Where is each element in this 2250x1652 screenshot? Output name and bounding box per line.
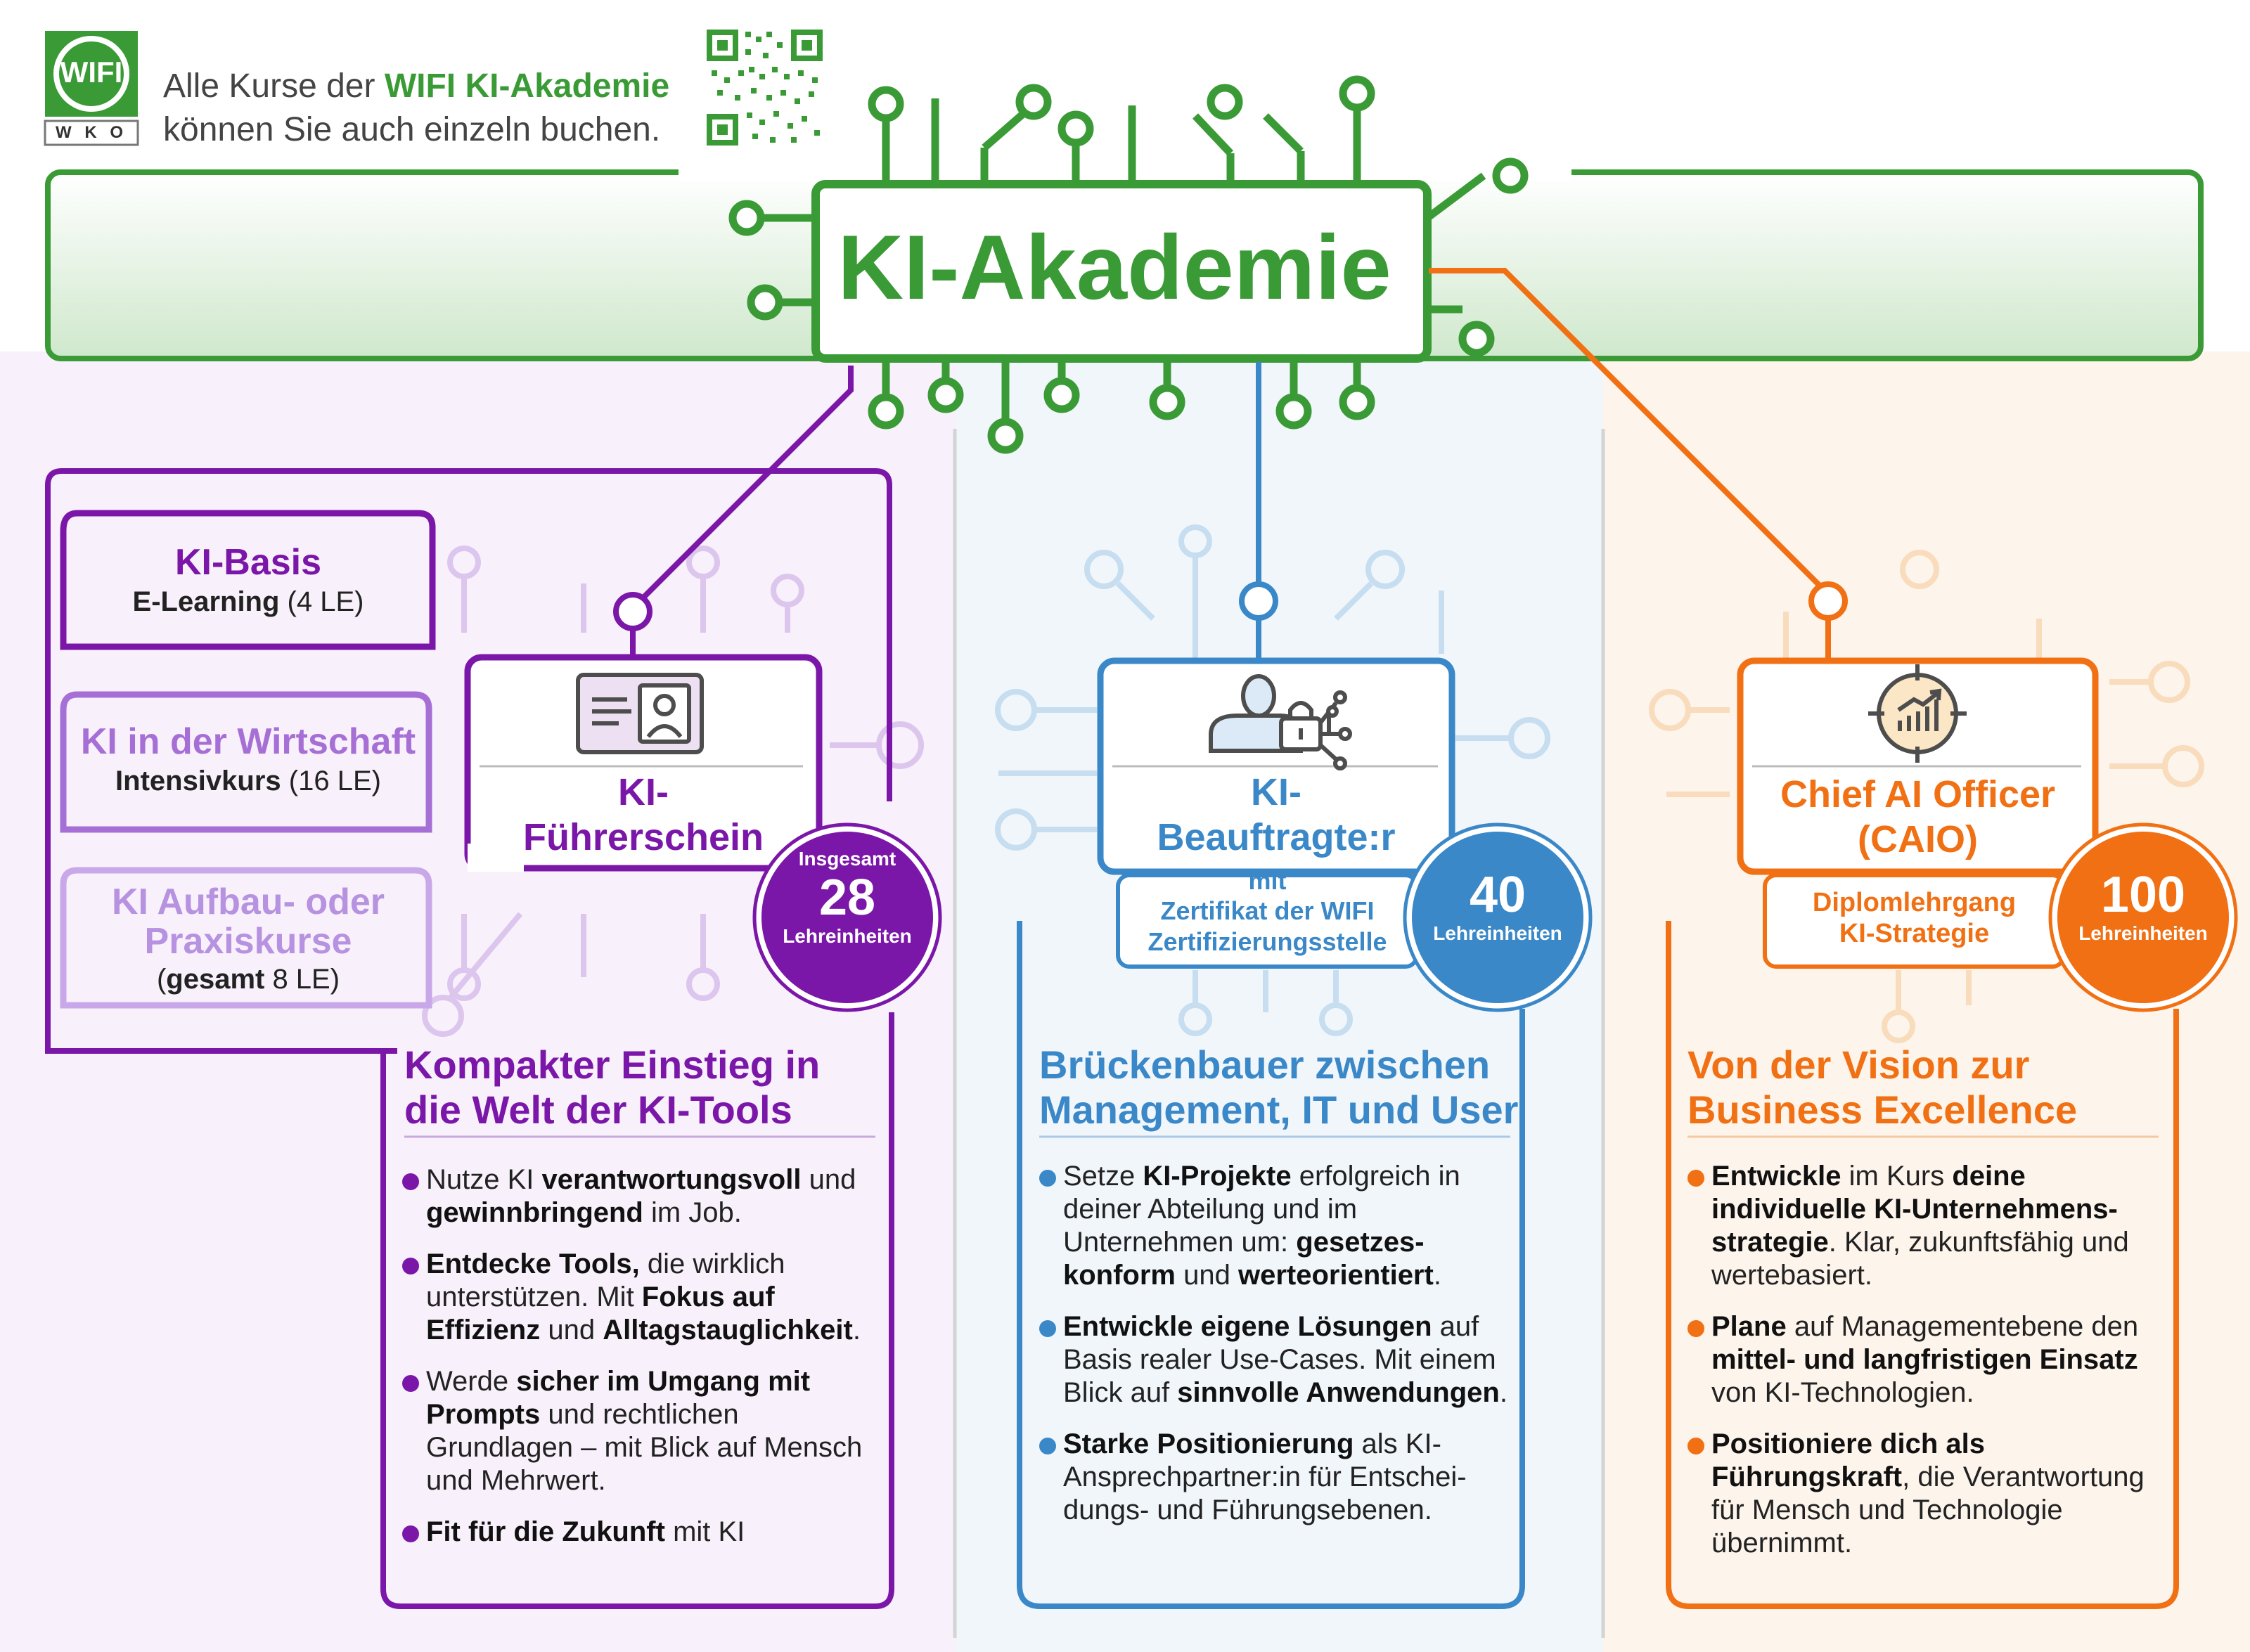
purple-connector [631,366,854,610]
orange-hours-badge: 100 Lehreinheiten [2057,868,2229,974]
id-card-icon [576,673,704,754]
module-box-2-border [60,691,432,833]
module-subtitle: (gesamt 8 LE) [156,964,340,995]
badge-number: 28 [818,870,876,926]
purple-card-border [464,654,823,872]
badge-label: Lehreinheiten [2078,922,2208,944]
orange-connector [1429,268,1830,596]
orange-text-frame [1666,921,2179,1609]
header-line-2: können Sie auch einzeln buchen. [163,111,661,148]
bullet-dot-icon [1039,1320,1056,1337]
card-title-line-1: KI- [1251,771,1301,813]
subtitle-line-2: Zertifikat der WIFI [1160,896,1375,925]
bullet-item: Setze KI-Projekte erfolgreich in deiner … [1039,1160,1510,1292]
badge-number: 100 [2100,867,2186,923]
badge-number: 40 [1469,867,1526,923]
purple-hours-badge: Insgesamt 28 Lehreinheiten [761,847,933,988]
bullet-item: Starke Positionierung als KI-Ansprechpar… [1039,1428,1510,1527]
badge-label: Lehreinheiten [1433,922,1562,944]
module-subtitle: Intensivkurs (16 LE) [115,766,381,796]
subtitle-line-1: mit [1248,866,1287,895]
blue-course-card: KI- Beauftragte:r [1111,770,1441,868]
module-title: KI Aufbau- oder Praxiskurse [111,882,385,962]
header-line-1: Alle Kurse der WIFI KI-Akademie [163,67,670,105]
wifi-logo [44,31,139,146]
logo-top-text: WIFI [60,56,123,89]
header-intro: Alle Kurse der WIFI KI-Akademie können S… [163,65,698,152]
blue-hours-badge: 40 Lehreinheiten [1412,868,1583,974]
bullet-item: Werde sicher im Umgang mit Prompts und r… [402,1365,873,1497]
bullet-dot-icon [1039,1170,1056,1187]
badge-prefix: Insgesamt [798,848,896,870]
bullet-item: Positioniere dich als Führungskraft, die… [1688,1428,2166,1560]
person-lock-network-icon [1209,674,1352,770]
module-ki-basis: KI-Basis E-Learning (4 LE) [69,541,428,640]
blue-text-frame [1017,921,1525,1609]
bullet-item: Entwickle im Kurs deine individuelle KI-… [1688,1160,2166,1292]
purple-text-frame [380,1012,894,1609]
bullet-dot-icon [402,1525,419,1542]
card-title-line-2: (CAIO) [1858,818,1978,860]
bullet-dot-icon [402,1375,419,1392]
page-title: KI-Akademie [837,216,1391,318]
bullet-item: Entwickle eigene Lösungen auf Basis real… [1039,1310,1510,1409]
orange-card-subtitle: Diplomlehrgang KI-Strategie [1765,887,2064,949]
card-title-line-1: Chief AI Officer [1780,773,2056,815]
bullet-item: Entdecke Tools, die wirklich unterstütze… [402,1248,873,1347]
orange-faint-circuit [1649,550,2204,1043]
qr-code [707,30,823,146]
subtitle-line-3: Zertifizierungsstelle [1148,927,1387,956]
blue-bullet-list: Setze KI-Projekte erfolgreich in deiner … [1039,1160,1510,1545]
bullet-dot-icon [1688,1320,1704,1337]
module-subtitle: E-Learning (4 LE) [132,586,364,617]
target-chart-icon [1868,664,1967,763]
subtitle-line-2: KI-Strategie [1839,919,1990,948]
bullet-item: Plane auf Managementebene den mittel- un… [1688,1310,2166,1409]
header-academy-name: WIFI KI-Akademie [384,67,670,105]
blue-faint-circuit [995,524,1550,1036]
module-title: KI-Basis [174,542,322,583]
orange-course-card: Chief AI Officer (CAIO) [1751,772,2085,863]
module-ki-aufbau: KI Aufbau- oder Praxiskurse (gesamt 8 LE… [69,882,428,1002]
bullet-item: Nutze KI verantwortungsvoll und gewinnbr… [402,1163,873,1230]
bullet-dot-icon [1688,1170,1704,1187]
subtitle-line-1: Diplomlehrgang [1812,888,2017,917]
bullet-dot-icon [402,1173,419,1190]
module-title: KI in der Wirtschaft [80,721,416,762]
blue-card-subtitle: mit Zertifikat der WIFI Zertifizierungss… [1118,866,1417,957]
logo-bottom-text: W K O [56,123,127,142]
card-title-line-2: Führerschein [522,816,764,858]
bullet-dot-icon [402,1258,419,1275]
bullet-item: Fit für die Zukunft mit KI [402,1516,873,1549]
module-box-3-border [60,867,432,1009]
purple-module-frame [45,468,892,1054]
orange-bullet-list: Entwickle im Kurs deine individuelle KI-… [1688,1160,2166,1578]
bullet-dot-icon [1688,1438,1704,1454]
module-ki-wirtschaft: KI in der Wirtschaft Intensivkurs (16 LE… [69,721,428,819]
circuit-chip-pins [728,75,1529,454]
bullet-dot-icon [1039,1438,1056,1454]
purple-bullet-list: Nutze KI verantwortungsvoll und gewinnbr… [402,1163,873,1567]
purple-course-card: KI- Führerschein [478,770,809,861]
card-title-line-2: Beauftragte:r [1157,816,1396,858]
circuit-chip-body [811,180,1432,363]
card-title-line-1: KI- [618,771,669,813]
badge-label: Lehreinheiten [783,925,912,947]
module-box-1-border [60,510,436,650]
